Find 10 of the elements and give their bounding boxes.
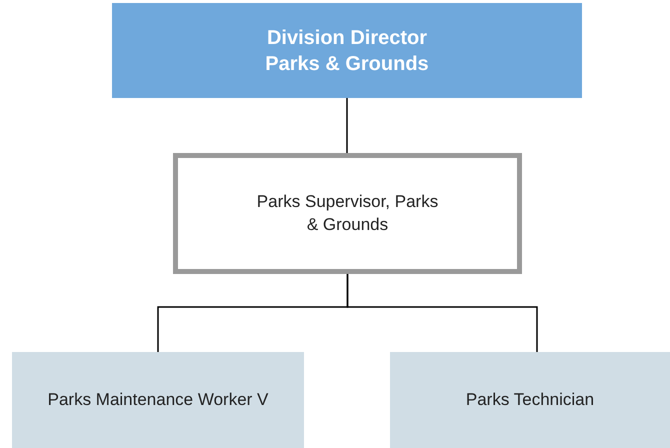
connector-line (346, 98, 348, 153)
position-title: Parks Maintenance Worker V (48, 388, 268, 411)
connector-line (346, 274, 538, 352)
position-title: Parks Supervisor, Parks & Grounds (256, 191, 440, 236)
position-box (390, 352, 670, 448)
director-box (112, 3, 582, 98)
position-title: Division Director Parks & Grounds (264, 26, 430, 76)
position-box (12, 352, 304, 448)
position-title: Parks Technician (466, 388, 594, 411)
supervisor-box (173, 153, 522, 274)
